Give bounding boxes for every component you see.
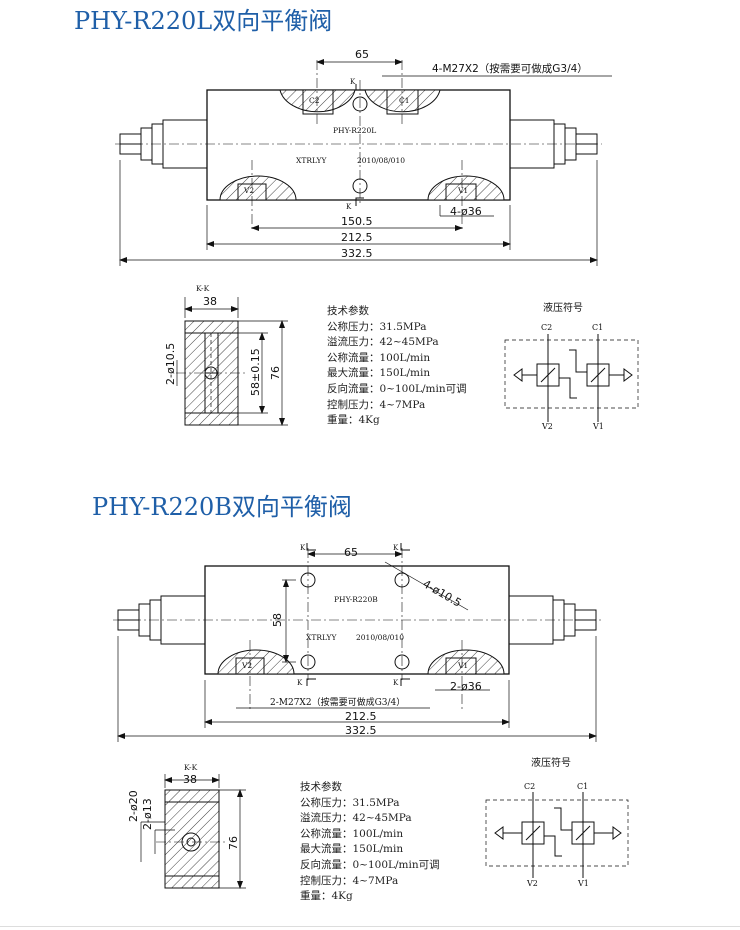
d1-port-c2: C2 xyxy=(309,96,320,105)
diagram2-title: PHY-R220B双向平衡阀 xyxy=(92,493,352,521)
d2-k-3: K xyxy=(297,679,303,687)
d2-spec-item: 反向流量：0~100L/min可调 xyxy=(300,858,440,871)
d1-thread-label: 4-M27X2（按需要可做成G3/4） xyxy=(432,62,588,75)
d1-spec-heading: 技术参数 xyxy=(327,305,369,317)
d1-dim-150: 150.5 xyxy=(341,215,373,228)
d2-dim-212: 212.5 xyxy=(345,710,377,723)
d2-date-mark: 2010/08/010 xyxy=(356,633,404,642)
d1-section-label: K-K xyxy=(196,284,210,293)
d1-hole-label: 4-ø36 xyxy=(450,205,482,218)
d1-k-top: K xyxy=(350,78,356,86)
d1-hydraulic-title: 液压符号 xyxy=(543,301,583,314)
d1-date-mark: 2010/08/010 xyxy=(357,156,405,165)
d2-dim-76: 76 xyxy=(227,836,240,850)
d1-spec-item: 溢流压力：42~45MPa xyxy=(327,336,439,349)
d2-spec-item: 最大流量：150L/min xyxy=(300,843,404,856)
d2-spec-item: 公称压力：31.5MPa xyxy=(300,796,400,809)
d1-spec-item: 反向流量：0~100L/min可调 xyxy=(327,382,467,395)
d1-maker-mark: XTRLYY xyxy=(296,156,327,165)
d1-dim-332: 332.5 xyxy=(341,247,373,260)
d1-dim-65: 65 xyxy=(355,48,369,61)
d2-sym-c1: C1 xyxy=(577,782,588,791)
d1-port-v1: V1 xyxy=(457,186,468,195)
d2-sym-v1: V1 xyxy=(577,879,589,888)
d2-spec-item: 重量：4Kg xyxy=(300,890,353,903)
d2-spec-heading: 技术参数 xyxy=(300,781,342,793)
d1-sym-v1: V1 xyxy=(592,422,604,431)
d1-spec-item: 控制压力：4~7MPa xyxy=(327,398,426,411)
d1-sym-v2: V2 xyxy=(541,422,553,431)
d2-thread-label: 2-M27X2（按需要可做成G3/4） xyxy=(270,696,405,708)
d1-dim-212: 212.5 xyxy=(341,231,373,244)
d2-spec-item: 溢流压力：42~45MPa xyxy=(300,812,412,825)
d2-section-label: K-K xyxy=(184,763,198,772)
d1-spec-item: 公称压力：31.5MPa xyxy=(327,320,427,333)
d1-dim-hole10: 2-ø10.5 xyxy=(164,343,177,385)
d2-model-mark: PHY-R220B xyxy=(334,595,378,604)
d2-port-v2: V2 xyxy=(241,661,252,670)
d2-dim-65: 65 xyxy=(344,546,358,559)
d2-hydraulic-title: 液压符号 xyxy=(531,756,571,769)
d2-hydraulic-symbol xyxy=(485,792,629,878)
d2-spec-list: 技术参数 公称压力：31.5MPa 溢流压力：42~45MPa 公称流量：100… xyxy=(300,780,440,905)
d1-k-bottom: K xyxy=(346,203,352,211)
d1-spec-list: 技术参数 公称压力：31.5MPa 溢流压力：42~45MPa 公称流量：100… xyxy=(327,304,467,429)
d2-dim-58: 58 xyxy=(271,613,284,627)
page-divider xyxy=(0,926,740,927)
d1-sym-c1: C1 xyxy=(592,323,603,332)
d1-section-view xyxy=(176,297,288,426)
d1-hydraulic-symbol xyxy=(504,334,639,422)
d2-spec-item: 控制压力：4~7MPa xyxy=(300,874,399,887)
d1-spec-item: 最大流量：150L/min xyxy=(327,367,431,380)
d1-dim-76: 76 xyxy=(269,366,282,380)
d1-sym-c2: C2 xyxy=(541,323,552,332)
d2-dim-332: 332.5 xyxy=(345,724,377,737)
d2-maker-mark: XTRLYY xyxy=(306,633,337,642)
d2-dim-d13: 2-ø13 xyxy=(141,798,154,830)
d2-k-4: K xyxy=(393,679,399,687)
d2-k-1: K xyxy=(300,544,306,552)
d1-model-mark: PHY-R220L xyxy=(333,126,376,135)
d1-spec-item: 公称流量：100L/min xyxy=(327,351,431,364)
d2-bolt-label: 4-ø10.5 xyxy=(421,577,464,609)
d1-dim-58: 58±0.15 xyxy=(249,348,262,396)
d2-section-view xyxy=(140,774,246,889)
d1-port-v2: V2 xyxy=(243,186,254,195)
d2-port-v1: V1 xyxy=(457,661,468,670)
d2-hole-label: 2-ø36 xyxy=(450,680,482,693)
d2-sym-v2: V2 xyxy=(526,879,538,888)
d1-spec-item: 重量：4Kg xyxy=(327,414,380,427)
d2-sym-c2: C2 xyxy=(524,782,535,791)
d1-top-view xyxy=(115,59,612,266)
d2-dim-38: 38 xyxy=(183,773,197,786)
diagram1-title: PHY-R220L双向平衡阀 xyxy=(74,7,333,35)
d1-port-c1: C1 xyxy=(399,96,410,105)
d1-dim-38: 38 xyxy=(203,295,217,308)
d2-dim-d20: 2-ø20 xyxy=(127,790,140,822)
d2-top-view xyxy=(113,543,601,742)
d2-k-2: K xyxy=(393,544,399,552)
d2-spec-item: 公称流量：100L/min xyxy=(300,827,404,840)
